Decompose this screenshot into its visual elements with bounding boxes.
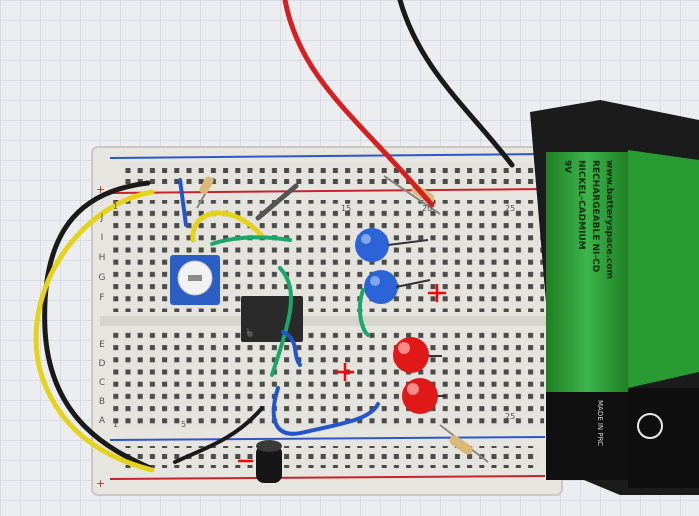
chip-pin1-mark: 1 (246, 328, 250, 335)
resistor-bottom (439, 424, 489, 463)
wire-yellow-left-loop (33, 189, 155, 473)
rail-plus-label-bottom: + (96, 477, 106, 490)
blue-led-pair (355, 228, 398, 304)
marker-annotations (238, 284, 446, 463)
row-letter: D (98, 359, 106, 369)
ic-chip (241, 296, 303, 342)
row-letter: C (98, 378, 106, 388)
row-letters-bottom: E D C B A (96, 336, 108, 431)
wire-red-battery (282, 0, 435, 208)
battery-label-line: 9V (562, 160, 572, 174)
column-number: 15 (341, 204, 352, 213)
capacitor (256, 440, 282, 483)
rail-plus-label: + (96, 183, 106, 196)
wire-black-battery (397, 0, 515, 168)
battery-label: www.batteryspace.com RECHARGEABLE NI-CD … (558, 160, 616, 390)
battery-label-line: www.batteryspace.com (604, 160, 614, 279)
row-letter: H (98, 253, 106, 263)
resistor-top-left (196, 176, 215, 209)
nine-volt-battery (530, 100, 699, 495)
column-number: 5 (181, 420, 187, 429)
potentiometer (170, 255, 220, 305)
column-number: 20 (422, 204, 433, 213)
column-number: 1 (113, 420, 119, 429)
breadboard (91, 146, 563, 496)
row-letter: G (98, 273, 106, 283)
row-letter: J (100, 213, 104, 223)
red-led-pair (393, 337, 438, 414)
row-letter: B (98, 397, 106, 407)
column-number: 1 (113, 202, 119, 211)
battery-label-line: RECHARGEABLE NI-CD (590, 160, 600, 273)
row-letter: E (99, 340, 105, 350)
column-number: 25 (505, 412, 516, 421)
wire-black-left-loop (42, 180, 153, 471)
wires (33, 0, 515, 473)
row-letters-top: J I H G F (96, 208, 108, 308)
row-letter: F (99, 293, 105, 303)
battery-recycle-text: MADE IN PRC (596, 400, 604, 447)
row-letter: A (98, 416, 106, 426)
row-letter: I (100, 233, 104, 243)
battery-label-line: NICKEL-CADMIUM (576, 160, 586, 250)
column-number: 25 (505, 204, 516, 213)
